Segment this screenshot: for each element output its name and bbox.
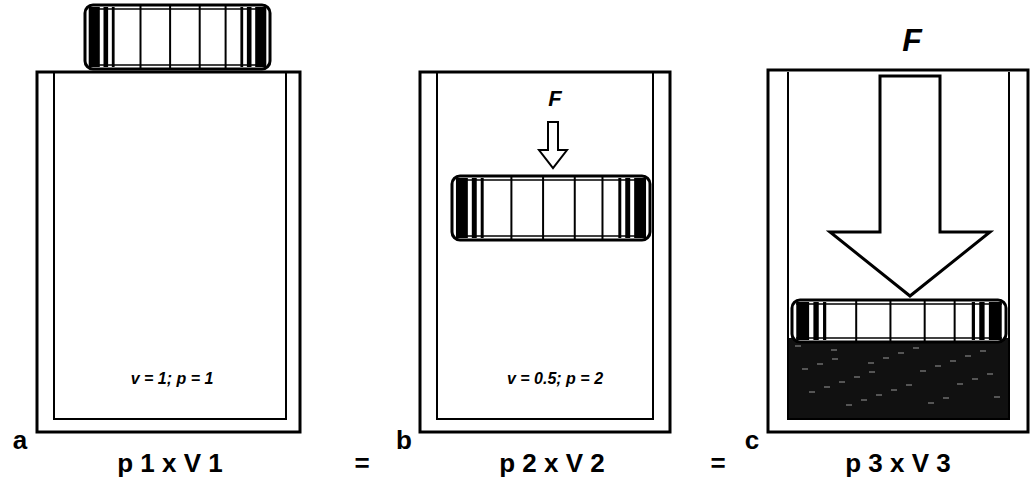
equals-sign: = <box>354 448 369 479</box>
panel-letter: c <box>745 425 759 456</box>
cylinder-chamber: F <box>787 72 1010 420</box>
panel-letter: a <box>13 425 27 456</box>
container-wall <box>420 72 670 432</box>
cylinder-chamber: v = 1; p = 1 <box>53 72 287 420</box>
force-arrow <box>830 76 990 296</box>
compressed-gas <box>789 338 1008 420</box>
state-values: v = 1; p = 1 <box>131 370 214 388</box>
container-wall <box>768 70 1028 432</box>
panel-letter: b <box>396 425 412 456</box>
force-arrow <box>539 122 567 168</box>
equation-term: p 3 x V 3 <box>845 448 951 479</box>
force-label: F <box>902 22 922 59</box>
cylinder-chamber: Fv = 0.5; p = 2 <box>436 72 654 420</box>
equals-sign: = <box>710 448 725 479</box>
piston-cap <box>452 176 650 240</box>
container-wall <box>37 72 300 432</box>
state-values: v = 0.5; p = 2 <box>507 370 603 388</box>
equation-term: p 2 x V 2 <box>499 448 605 479</box>
equation-term: p 1 x V 1 <box>117 448 223 479</box>
piston-cap <box>792 300 1006 342</box>
force-label: F <box>548 86 561 112</box>
piston-cap <box>85 5 270 69</box>
